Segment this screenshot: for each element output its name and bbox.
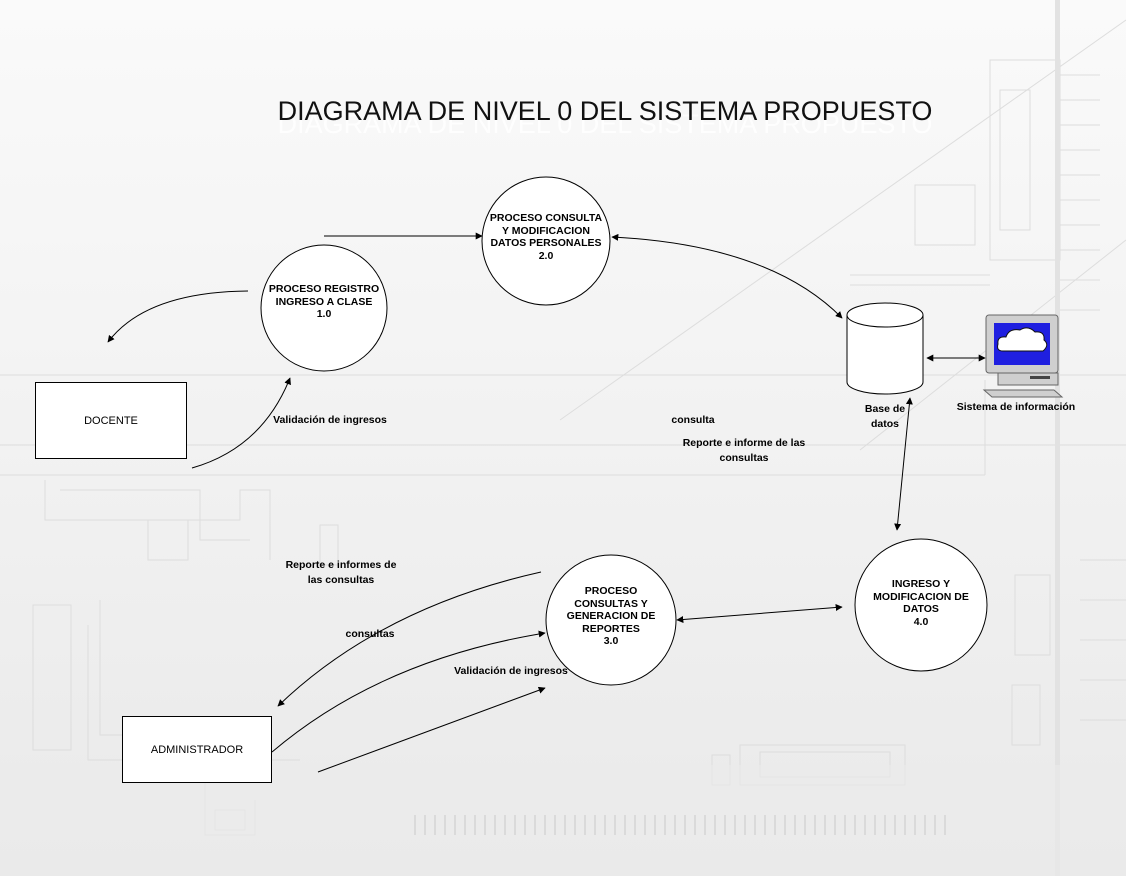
- process-3-line-1: PROCESO: [584, 585, 638, 597]
- diagram-title-echo: DIAGRAMA DE NIVEL 0 DEL SISTEMA PROPUEST…: [277, 109, 933, 139]
- flow-p3-p4: [676, 604, 843, 623]
- process-4-line-3: DATOS: [903, 603, 939, 615]
- process-2-circle[interactable]: [481, 176, 611, 306]
- process-3-line-4: REPORTES: [582, 622, 640, 635]
- process-2-line-3: DATOS PERSONALES: [490, 237, 602, 249]
- system-label: Sistema de información: [956, 401, 1076, 413]
- process-1-number: 1.0: [316, 308, 332, 320]
- flow-label-reporte-consultas: Reporte e informe de las consultas: [666, 436, 822, 466]
- process-3-number: 3.0: [603, 635, 619, 647]
- database-label-line-1: Base de: [864, 403, 906, 415]
- process-2-number: 2.0: [538, 249, 554, 262]
- flow-docente-to-p1: [191, 377, 291, 469]
- process-2-line-2: Y MODIFICACION: [502, 224, 590, 237]
- flow-p3-to-admin: [277, 571, 542, 707]
- flow-label-reporte-informes-line-2: las consultas: [307, 574, 375, 586]
- flow-p2-database: [611, 233, 843, 319]
- flow-admin-to-p3-consultas: [271, 630, 546, 753]
- database-cylinder[interactable]: [846, 302, 924, 395]
- process-3-label: PROCESO CONSULTAS Y GENERACION DE REPORT…: [548, 585, 674, 648]
- process-1-label: PROCESO REGISTRO INGRESO A CLASE 1.0: [256, 283, 392, 321]
- flow-label-consulta: consulta: [671, 414, 715, 426]
- process-1-line-2: INGRESO A CLASE: [275, 295, 373, 308]
- database-label-line-2: datos: [870, 418, 899, 430]
- flow-database-p4: [894, 397, 913, 531]
- flow-label-validacion-docente: Validación de ingresos: [273, 414, 387, 426]
- process-3-circle[interactable]: [545, 554, 677, 686]
- database-label: Base de datos: [845, 402, 925, 432]
- flow-label-reporte-consultas-line-1: Reporte e informe de las: [682, 437, 806, 449]
- process-3-line-2: CONSULTAS Y: [574, 597, 648, 610]
- process-4-line-2: MODIFICACION DE: [873, 590, 969, 603]
- flow-label-reporte-informes-line-1: Reporte e informes de: [285, 559, 397, 571]
- flow-label-consultas: consultas: [345, 628, 395, 640]
- process-2-label: PROCESO CONSULTA Y MODIFICACION DATOS PE…: [478, 212, 614, 262]
- flow-admin-to-p3-validacion: [317, 686, 546, 773]
- entity-docente[interactable]: DOCENTE: [35, 382, 187, 459]
- diagram-title: DIAGRAMA DE NIVEL 0 DEL SISTEMA PROPUEST…: [277, 96, 933, 126]
- computer-icon[interactable]: [982, 314, 1064, 398]
- process-4-circle[interactable]: [854, 538, 988, 672]
- process-4-number: 4.0: [913, 615, 929, 628]
- flow-label-reporte-consultas-line-2: consultas: [719, 452, 769, 464]
- process-1-circle[interactable]: [260, 244, 388, 372]
- flow-label-validacion-admin: Validación de ingresos: [454, 665, 568, 677]
- process-4-label: INGRESO Y MODIFICACION DE DATOS 4.0: [855, 578, 987, 628]
- flow-label-reporte-informes: Reporte e informes de las consultas: [276, 558, 406, 588]
- process-2-line-1: PROCESO CONSULTA: [489, 212, 603, 224]
- flow-p1-to-docente: [107, 290, 249, 343]
- entity-administrador[interactable]: ADMINISTRADOR: [122, 716, 272, 783]
- process-1-line-1: PROCESO REGISTRO: [268, 283, 380, 295]
- process-4-line-1: INGRESO Y: [891, 578, 951, 590]
- process-3-line-3: GENERACION DE: [566, 610, 656, 622]
